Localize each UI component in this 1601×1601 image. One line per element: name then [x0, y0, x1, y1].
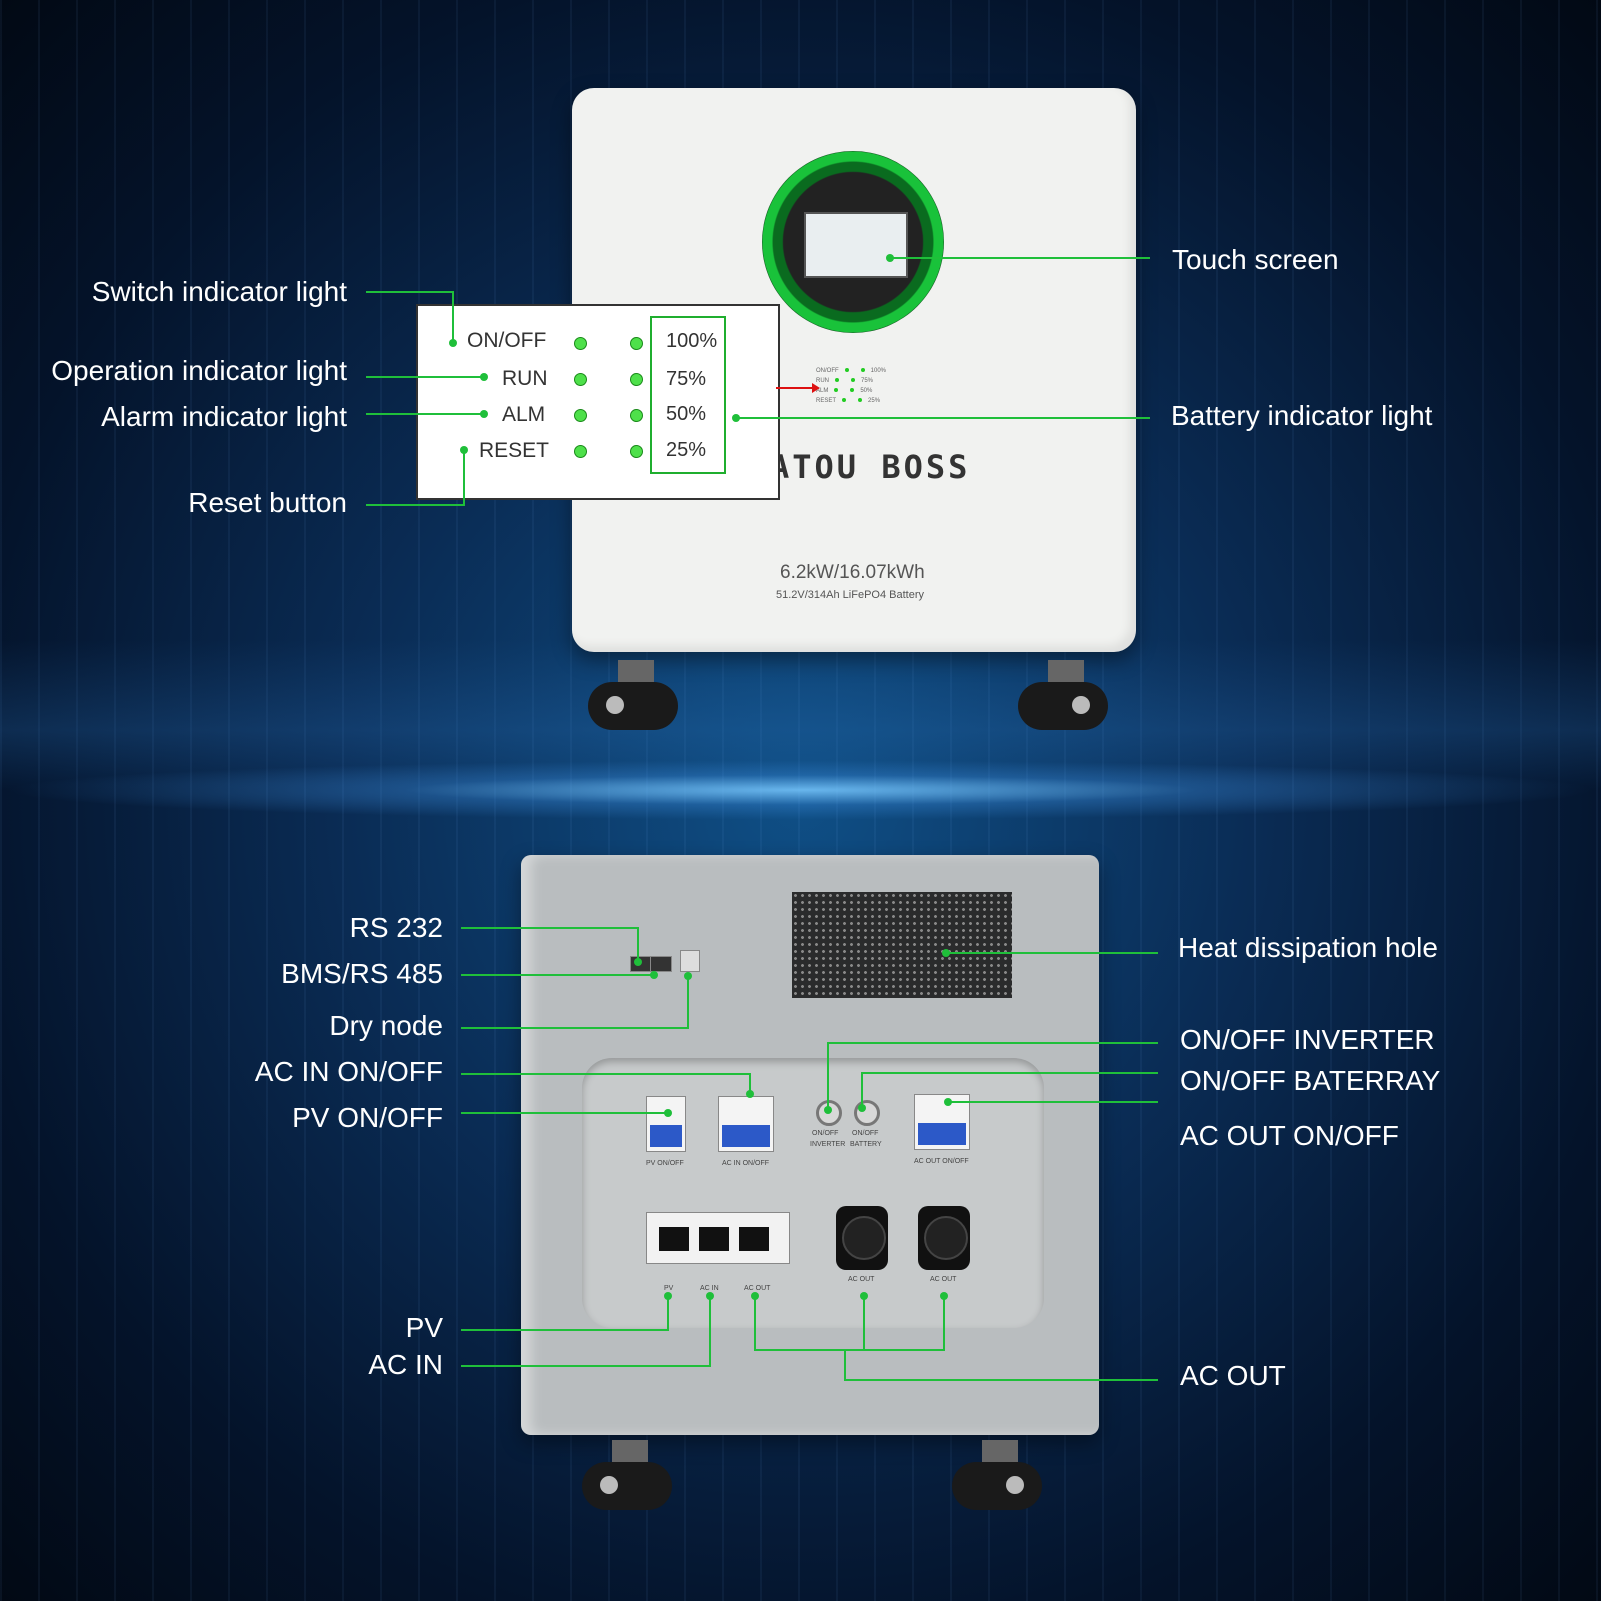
callout-ac-out: AC OUT — [1180, 1360, 1286, 1391]
front-left-wheel — [588, 660, 684, 730]
callout-switch-indicator: Switch indicator light — [91, 276, 347, 307]
indicator-label-reset[interactable]: RESET — [479, 439, 550, 462]
battery-led-25 — [630, 445, 643, 458]
ac-out-socket-2[interactable] — [918, 1206, 970, 1270]
indicator-led-alm — [574, 409, 587, 422]
callout-pv: PV — [405, 1312, 443, 1343]
battery-percent-50: 50% — [666, 403, 707, 425]
ac-in-terminal-tag: AC IN — [700, 1285, 719, 1292]
indicator-label-onoff: ON/OFF — [467, 329, 547, 352]
callout-ac-in-onoff: AC IN ON/OFF — [254, 1056, 443, 1087]
battery-percent-100: 100% — [666, 330, 718, 352]
ac-out-socket-2-tag: AC OUT — [930, 1276, 957, 1283]
callout-onoff-battery: ON/OFF BATERRAY — [1180, 1065, 1441, 1096]
callout-rs232: RS 232 — [349, 912, 443, 943]
front-right-wheel — [1018, 660, 1114, 730]
callout-alarm-indicator: Alarm indicator light — [101, 401, 347, 432]
battery-tag: BATTERY — [850, 1141, 882, 1148]
pv-terminal-tag: PV — [664, 1285, 674, 1292]
battery-spec: 51.2V/314Ah LiFePO4 Battery — [776, 589, 924, 601]
inverter-onoff-tag: ON/OFF — [812, 1130, 839, 1137]
indicator-zoom-box — [416, 304, 780, 500]
battery-percent-25: 25% — [666, 439, 707, 461]
callout-bms-rs485: BMS/RS 485 — [281, 958, 443, 989]
ac-out-onoff-tag: AC OUT ON/OFF — [914, 1158, 969, 1165]
ac-in-breaker[interactable] — [718, 1096, 774, 1152]
bms-rs485-port[interactable] — [650, 956, 672, 972]
battery-switch[interactable] — [854, 1100, 880, 1126]
callout-battery-indicator: Battery indicator light — [1171, 400, 1433, 431]
callout-dry-node: Dry node — [329, 1010, 443, 1041]
callout-touch-screen: Touch screen — [1172, 244, 1339, 275]
ac-in-onoff-tag: AC IN ON/OFF — [722, 1160, 770, 1167]
callout-onoff-inverter: ON/OFF INVERTER — [1180, 1024, 1435, 1055]
heat-dissipation-vent — [792, 892, 1012, 998]
touch-screen[interactable] — [804, 212, 908, 278]
indicator-led-run — [574, 373, 587, 386]
ac-out-terminal-tag: AC OUT — [744, 1285, 771, 1292]
battery-percent-box — [650, 316, 726, 474]
rear-right-wheel — [952, 1440, 1048, 1510]
ac-out-breaker[interactable] — [914, 1094, 970, 1150]
pv-breaker[interactable] — [646, 1096, 686, 1152]
ac-out-socket-1-tag: AC OUT — [848, 1276, 875, 1283]
pv-onoff-tag: PV ON/OFF — [646, 1160, 684, 1167]
callout-reset-button: Reset button — [188, 487, 347, 518]
indicator-led-reset — [574, 445, 587, 458]
ac-out-socket-1[interactable] — [836, 1206, 888, 1270]
callout-heat-dissipation: Heat dissipation hole — [1178, 932, 1438, 963]
battery-led-50 — [630, 409, 643, 422]
indicator-label-alm: ALM — [502, 403, 546, 426]
brand-logo: ATOU BOSS — [770, 448, 971, 486]
battery-led-100 — [630, 337, 643, 350]
inverter-tag: INVERTER — [810, 1141, 846, 1148]
horizon-glow — [0, 760, 1601, 820]
callout-ac-in: AC IN — [368, 1349, 443, 1380]
battery-led-75 — [630, 373, 643, 386]
callout-operation-indicator: Operation indicator light — [51, 355, 347, 386]
indicator-label-run: RUN — [502, 367, 548, 390]
terminal-block[interactable] — [646, 1212, 790, 1264]
indicator-led-onoff — [574, 337, 587, 350]
battery-onoff-tag: ON/OFF — [852, 1130, 879, 1137]
battery-percent-75: 75% — [666, 368, 707, 390]
model-rating: 6.2kW/16.07kWh — [780, 562, 925, 583]
dry-node-terminal[interactable] — [680, 950, 700, 972]
rear-left-wheel — [582, 1440, 678, 1510]
callout-ac-out-onoff: AC OUT ON/OFF — [1180, 1120, 1399, 1151]
callout-pv-onoff: PV ON/OFF — [292, 1102, 443, 1133]
